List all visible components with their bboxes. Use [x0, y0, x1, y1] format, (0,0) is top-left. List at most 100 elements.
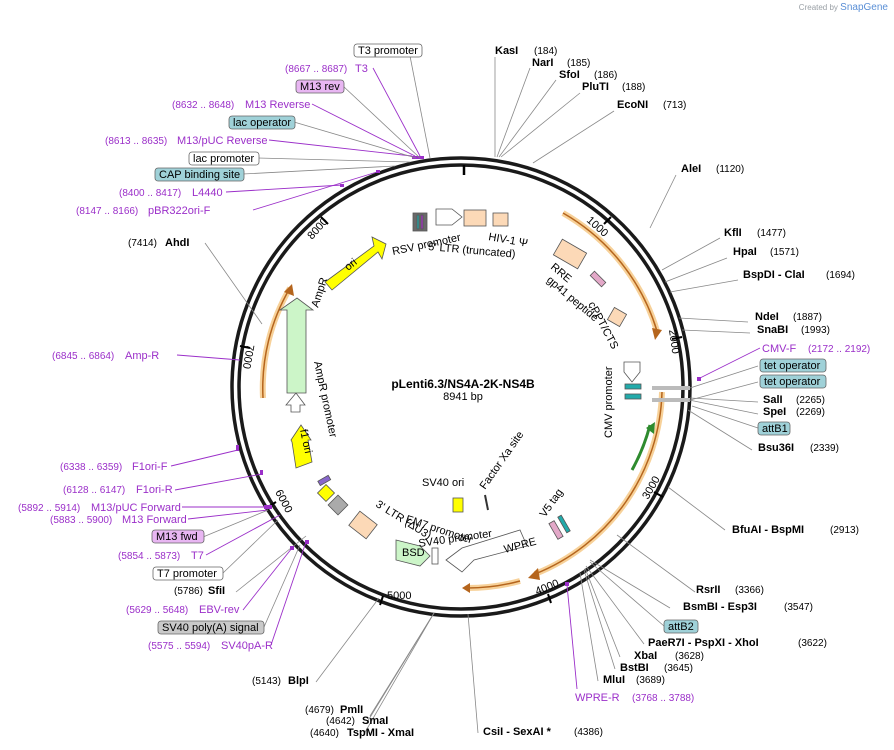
primer-pbr322ori-pos: (8147 .. 8166) [76, 206, 138, 217]
enzyme-labels: KasI (184) NarI (185) SfoI (186) PluTI (… [128, 45, 859, 739]
enzyme-kfli: KflI [724, 227, 742, 239]
enzyme-pmli-pos: (4679) [305, 705, 334, 716]
enzyme-bsmbi-esp3i: BsmBI - Esp3I [683, 601, 757, 613]
cmv-promoter-label: CMV promoter [603, 366, 615, 438]
enzyme-sali: SalI [763, 394, 783, 406]
box-attb1: attB1 [762, 423, 788, 435]
primer-t3: T3 [355, 63, 368, 75]
orf-arcs [259, 210, 665, 592]
primer-labels: (8667 .. 8687) T3 (8632 .. 8648) M13 Rev… [18, 63, 870, 704]
enzyme-snabi-pos: (1993) [801, 325, 830, 336]
enzyme-pluti: PluTI [582, 81, 609, 93]
box-cap-binding-site: CAP binding site [159, 169, 240, 181]
enzyme-csii-sexai-pos: (4386) [574, 727, 603, 738]
box-tet-operator-2: tet operator [764, 376, 821, 388]
enzyme-snabi: SnaBI [757, 324, 788, 336]
tick-8000: 8000 [305, 216, 330, 242]
box-t7-promoter: T7 promoter [157, 568, 217, 580]
box-tet-operator-1: tet operator [764, 360, 821, 372]
tick-7000: 7000 [240, 343, 256, 369]
primer-m13-forward: M13 Forward [122, 514, 187, 526]
enzyme-ahdi: AhdI [165, 237, 189, 249]
enzyme-xbai-pos: (3628) [675, 651, 704, 662]
enzyme-paer7i-pspxi-xhoi: PaeR7I - PspXI - XhoI [648, 637, 759, 649]
enzyme-kasi: KasI [495, 45, 518, 57]
box-m13-fwd: M13 fwd [156, 531, 198, 543]
primer-ampr-pos: (6845 .. 6864) [52, 351, 114, 362]
enzyme-tspmi-xmai-pos: (4640) [310, 728, 339, 739]
enzyme-hpai: HpaI [733, 246, 757, 258]
enzyme-spei: SpeI [763, 406, 786, 418]
enzyme-bstbi-pos: (3645) [664, 663, 693, 674]
primer-sv40pa-r: SV40pA-R [221, 640, 273, 652]
tick-5000: 5000 [387, 590, 411, 602]
boxed-features: T3 promoter M13 rev lac operator lac pro… [151, 43, 827, 635]
ori-label: ori [342, 256, 359, 273]
enzyme-bspdi-clai: BspDI - ClaI [743, 269, 805, 281]
enzyme-kasi-pos: (184) [534, 46, 557, 57]
primer-l4440-pos: (8400 .. 8417) [119, 188, 181, 199]
box-attb2: attB2 [668, 621, 694, 633]
enzyme-blpi: BlpI [288, 675, 309, 687]
tick-2000: 2000 [666, 329, 681, 355]
primer-wpre-r: WPRE-R [575, 692, 620, 704]
enzyme-econi: EcoNI [617, 99, 648, 111]
ampr-promoter-label: AmpR promoter [311, 360, 339, 439]
primer-m13puc-forward-pos: (5892 .. 5914) [18, 503, 80, 514]
orf-arrowheads [284, 284, 662, 593]
box-leaders [202, 55, 759, 628]
enzyme-sfoi: SfoI [559, 69, 580, 81]
plasmid-size: 8941 bp [443, 391, 483, 403]
primer-t7: T7 [191, 550, 204, 562]
enzyme-xbai: XbaI [634, 650, 657, 662]
enzyme-sfoi-pos: (186) [594, 70, 617, 81]
factor-xa-label: Factor Xa site [478, 429, 527, 491]
enzyme-alei-pos: (1120) [716, 164, 744, 175]
enzyme-bstbi: BstBI [620, 662, 649, 674]
enzyme-hpai-pos: (1571) [770, 247, 799, 258]
box-lac-promoter: lac promoter [193, 153, 254, 165]
enzyme-leaders [204, 57, 759, 735]
box-sv40-polya: SV40 poly(A) signal [162, 622, 259, 634]
enzyme-smai-pos: (4642) [326, 716, 355, 727]
feature-shapes [278, 208, 690, 573]
enzyme-kfli-pos: (1477) [757, 228, 786, 239]
enzyme-pmli: PmlI [340, 704, 363, 716]
enzyme-tspmi-xmai: TspMI - XmaI [347, 727, 414, 739]
primer-cmv-f: CMV-F [762, 343, 797, 355]
primer-ampr: Amp-R [125, 350, 159, 362]
primer-m13-forward-pos: (5883 .. 5900) [50, 515, 112, 526]
enzyme-bspdi-clai-pos: (1694) [826, 270, 855, 281]
primer-f1ori-r: F1ori-R [136, 484, 173, 496]
primer-ebv-rev: EBV-rev [199, 604, 240, 616]
enzyme-ndei: NdeI [755, 311, 779, 323]
enzyme-sfii-pos: (5786) [174, 586, 203, 597]
primer-l4440: L4440 [192, 187, 223, 199]
enzyme-nari-pos: (185) [567, 58, 590, 69]
enzyme-sali-pos: (2265) [796, 395, 825, 406]
enzyme-nari: NarI [532, 57, 553, 69]
primer-m13puc-reverse-pos: (8613 .. 8635) [105, 136, 167, 147]
primer-pbr322ori: pBR322ori-F [148, 205, 211, 217]
enzyme-csii-sexai: CsiI - SexAI * [483, 726, 552, 738]
v5-tag-label: V5 tag [538, 487, 566, 520]
enzyme-bfuai-bspmi-pos: (2913) [830, 525, 859, 536]
enzyme-pluti-pos: (188) [622, 82, 645, 93]
snapgene-logo: SnapGene [840, 2, 888, 13]
enzyme-bsmbi-esp3i-pos: (3547) [784, 602, 813, 613]
enzyme-spei-pos: (2269) [796, 407, 825, 418]
primer-sv40pa-r-pos: (5575 .. 5594) [148, 641, 210, 652]
bsd-label: BSD [402, 547, 425, 559]
enzyme-rsrii: RsrII [696, 584, 720, 596]
primer-t7-pos: (5854 .. 5873) [118, 551, 180, 562]
sv40-ori-label: SV40 ori [422, 477, 464, 489]
box-m13-rev: M13 rev [300, 81, 340, 93]
enzyme-alei: AleI [681, 163, 701, 175]
box-t3-promoter: T3 promoter [358, 45, 418, 57]
primer-t3-pos: (8667 .. 8687) [285, 64, 347, 75]
primer-m13puc-reverse: M13/pUC Reverse [177, 135, 267, 147]
f1-ori-label: f1 ori [297, 428, 314, 454]
enzyme-econi-pos: (713) [663, 100, 686, 111]
primer-f1ori-r-pos: (6128 .. 6147) [63, 485, 125, 496]
primer-m13-reverse: M13 Reverse [245, 99, 310, 111]
